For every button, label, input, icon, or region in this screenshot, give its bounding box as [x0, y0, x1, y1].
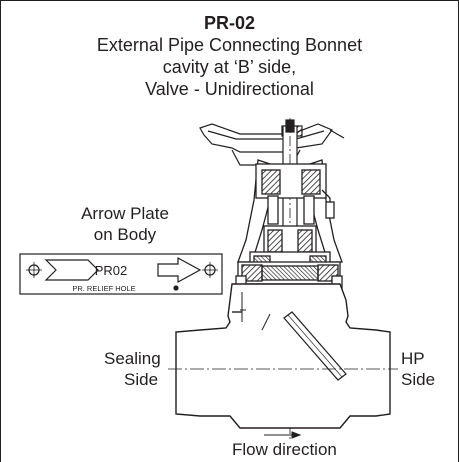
title-line-3: Valve - Unidirectional: [145, 79, 314, 99]
diagram-code: PR-02: [203, 13, 256, 33]
flow-direction-label: Flow direction: [232, 440, 337, 459]
flow-arrow: [264, 431, 302, 439]
title-line-2: cavity at ‘B’ side,: [162, 57, 297, 77]
hp-side-label-2: Side: [401, 370, 436, 389]
sealing-side-label-2: Side: [124, 370, 159, 389]
arrow-plate-caption-2: on Body: [93, 225, 157, 244]
hp-side-label-1: HP: [401, 349, 425, 368]
arrow-plate-caption-1: Arrow Plate: [81, 204, 169, 223]
valve-body: [175, 283, 391, 429]
bonnet: [235, 225, 343, 295]
title-line-1: External Pipe Connecting Bonnet: [96, 35, 363, 55]
sealing-side-label-1: Sealing: [104, 349, 161, 368]
arrow-plate: [19, 253, 223, 295]
yoke: [237, 159, 343, 263]
arrow-plate-code: PR02: [95, 263, 128, 278]
handwheel: [199, 123, 345, 166]
arrow-plate-note: PR. RELIEF HOLE: [72, 284, 135, 293]
